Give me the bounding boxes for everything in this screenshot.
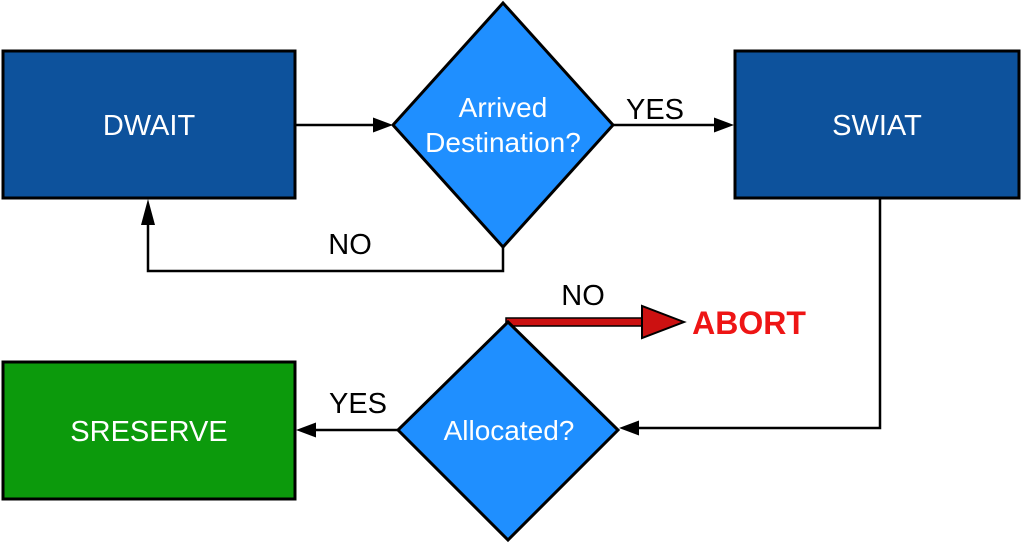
dwait-box [1, 49, 297, 200]
arrowhead-right-icon [373, 117, 393, 133]
node-arrived-destination-decision: Arrived Destination? [390, 0, 616, 250]
abort-arrowhead-icon [641, 304, 687, 340]
edge-line [637, 198, 882, 430]
arrowhead-left-icon [619, 420, 639, 436]
arrived-label-line2: Destination? [425, 127, 581, 158]
allocated-diamond [395, 319, 621, 543]
arrowhead-up-icon [141, 199, 155, 225]
swiat-box [733, 49, 1021, 200]
abort-label: ABORT [692, 305, 806, 341]
arrived-label-line1: Arrived [459, 92, 548, 123]
node-dwait: DWAIT [1, 49, 297, 200]
sreserve-label: SRESERVE [70, 416, 227, 448]
edge-label-yes: YES [626, 94, 684, 126]
abort-arrow-body [505, 317, 644, 327]
edge-swiat-to-allocated [619, 198, 882, 436]
arrived-diamond [390, 0, 616, 250]
arrowhead-left-icon [296, 422, 316, 438]
edge-arrived-no-loop-to-dwait: NO [141, 199, 505, 273]
node-swiat: SWIAT [733, 49, 1021, 200]
node-allocated-decision: Allocated? [395, 319, 621, 543]
arrowhead-right-icon [714, 117, 734, 133]
swiat-label: SWIAT [832, 110, 922, 142]
edge-label-yes: YES [329, 388, 387, 420]
edge-label-no: NO [561, 280, 605, 312]
edge-arrived-yes-to-swiat: YES [613, 94, 734, 133]
dwait-label: DWAIT [103, 110, 196, 142]
allocated-label: Allocated? [444, 415, 575, 446]
edge-line [146, 222, 505, 273]
edge-label-no: NO [328, 229, 372, 261]
edge-dwait-to-arrived [295, 117, 393, 133]
node-sreserve: SRESERVE [1, 360, 297, 501]
edge-allocated-yes-to-sreserve: YES [296, 388, 398, 438]
edge-allocated-no-to-abort: NO ABORT [505, 280, 806, 341]
sreserve-box [1, 360, 297, 501]
